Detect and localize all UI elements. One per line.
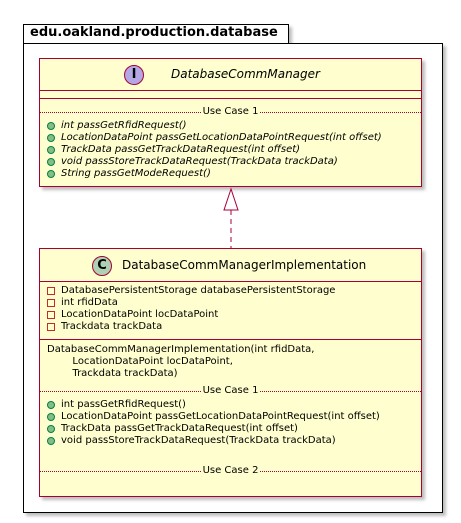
public-visibility-icon <box>47 436 55 445</box>
class-constructor-line: Trackdata trackData) <box>47 368 178 379</box>
class-method: void passStoreTrackDataRequest(TrackData… <box>47 435 336 447</box>
interface-method: int passGetRfidRequest() <box>47 120 187 132</box>
class-method: TrackData passGetTrackDataRequest(int of… <box>47 423 298 435</box>
private-visibility-icon <box>47 322 55 331</box>
public-visibility-icon <box>47 412 55 421</box>
interface-database-comm-manager[interactable]: I DatabaseCommManager Use Case 1 int pas… <box>39 58 422 187</box>
interface-divider-1 <box>40 90 421 91</box>
interface-method: void passStoreTrackDataRequest(TrackData… <box>47 156 338 168</box>
class-field: LocationDataPoint locDataPoint <box>47 309 218 321</box>
interface-divider-2 <box>40 98 421 99</box>
class-divider-1 <box>40 281 421 282</box>
package-title: edu.oakland.production.database <box>30 25 278 40</box>
class-field: DatabasePersistentStorage databasePersis… <box>47 285 335 297</box>
public-visibility-icon <box>47 133 55 142</box>
realization-arrowhead <box>223 187 239 211</box>
class-stereotype-icon: C <box>92 256 112 276</box>
public-visibility-icon <box>47 169 55 178</box>
class-constructor-line: DatabaseCommManagerImplementation(int rf… <box>47 344 315 355</box>
class-header: C DatabaseCommManagerImplementation <box>40 249 421 282</box>
class-field: int rfidData <box>47 297 118 309</box>
package-tab <box>23 24 289 44</box>
class-database-comm-manager-implementation[interactable]: C DatabaseCommManagerImplementation Data… <box>39 248 422 497</box>
interface-method: TrackData passGetTrackDataRequest(int of… <box>47 144 300 156</box>
class-constructor-line: LocationDataPoint locDataPoint, <box>47 356 233 367</box>
class-section-label-1: Use Case 1 <box>200 385 261 396</box>
interface-section-label: Use Case 1 <box>200 106 261 117</box>
public-visibility-icon <box>47 145 55 154</box>
public-visibility-icon <box>47 121 55 130</box>
private-visibility-icon <box>47 286 55 295</box>
interface-header: I DatabaseCommManager <box>40 59 421 90</box>
interface-method: LocationDataPoint passGetLocationDataPoi… <box>47 132 382 144</box>
public-visibility-icon <box>47 424 55 433</box>
interface-name: DatabaseCommManager <box>171 67 320 81</box>
class-divider-2 <box>40 339 421 340</box>
private-visibility-icon <box>47 298 55 307</box>
class-field: Trackdata trackData <box>47 321 162 333</box>
public-visibility-icon <box>47 400 55 409</box>
private-visibility-icon <box>47 310 55 319</box>
interface-method: String passGetModeRequest() <box>47 168 211 180</box>
public-visibility-icon <box>47 157 55 166</box>
class-name: DatabaseCommManagerImplementation <box>122 258 367 272</box>
class-method: LocationDataPoint passGetLocationDataPoi… <box>47 411 380 423</box>
class-section-label-2: Use Case 2 <box>200 465 261 476</box>
class-method: int passGetRfidRequest() <box>47 399 186 411</box>
interface-stereotype-icon: I <box>124 65 144 85</box>
